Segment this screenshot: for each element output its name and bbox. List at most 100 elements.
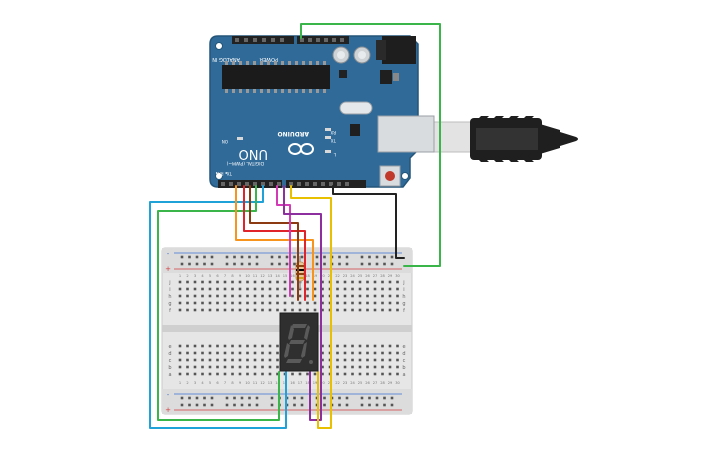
breadboard-hole bbox=[208, 351, 212, 355]
breadboard-hole bbox=[343, 365, 347, 369]
breadboard-hole bbox=[293, 255, 296, 259]
breadboard-label: 23 bbox=[343, 274, 348, 278]
breadboard-hole bbox=[238, 344, 242, 348]
breadboard-label: j bbox=[402, 280, 404, 286]
breadboard-hole bbox=[351, 372, 354, 376]
breadboard-hole bbox=[396, 365, 399, 369]
breadboard-hole bbox=[276, 372, 279, 376]
breadboard-label: 14 bbox=[275, 381, 280, 385]
breadboard-hole bbox=[358, 301, 362, 305]
breadboard-hole bbox=[208, 280, 212, 284]
breadboard-hole bbox=[351, 287, 354, 291]
breadboard-hole bbox=[338, 255, 341, 259]
breadboard-hole bbox=[381, 344, 384, 348]
breadboard-hole bbox=[300, 396, 304, 400]
breadboard-hole bbox=[276, 308, 279, 312]
breadboard-hole bbox=[321, 372, 324, 376]
breadboard-hole bbox=[203, 262, 206, 266]
usb-cable bbox=[430, 116, 578, 162]
breadboard-hole bbox=[351, 351, 354, 355]
breadboard-hole bbox=[231, 358, 234, 362]
breadboard-hole bbox=[313, 372, 317, 376]
breadboard-hole bbox=[208, 358, 212, 362]
svg-text:ON: ON bbox=[222, 139, 228, 144]
breadboard-hole bbox=[270, 262, 274, 266]
breadboard-hole bbox=[366, 358, 369, 362]
breadboard-hole bbox=[210, 262, 214, 266]
reset-button[interactable] bbox=[379, 165, 401, 187]
breadboard-hole bbox=[336, 294, 339, 298]
breadboard-label: h bbox=[402, 294, 405, 300]
arduino-uno-board: POWER ANALOG IN bbox=[209, 35, 435, 188]
breadboard-hole bbox=[388, 372, 392, 376]
breadboard-hole bbox=[238, 287, 242, 291]
breadboard-hole bbox=[321, 294, 324, 298]
status-leds: RX TX L ON bbox=[222, 128, 337, 157]
breadboard-hole bbox=[225, 262, 229, 266]
breadboard-hole bbox=[276, 344, 279, 348]
digital-header: DIGITAL (PWM~) TX▸ RX◂ bbox=[216, 160, 366, 188]
wire-brown bbox=[249, 185, 299, 301]
breadboard-hole bbox=[351, 365, 354, 369]
breadboard-hole bbox=[231, 344, 234, 348]
breadboard-hole bbox=[366, 372, 369, 376]
breadboard-hole bbox=[298, 372, 302, 376]
breadboard-label: f bbox=[169, 308, 171, 314]
breadboard-hole bbox=[253, 365, 257, 369]
svg-text:RX: RX bbox=[330, 130, 336, 135]
breadboard-hole bbox=[306, 294, 309, 298]
breadboard-hole bbox=[238, 294, 242, 298]
breadboard-hole bbox=[268, 372, 272, 376]
breadboard-hole bbox=[233, 403, 236, 407]
breadboard-hole bbox=[253, 294, 257, 298]
breadboard-label: 13 bbox=[268, 381, 273, 385]
breadboard-label: - bbox=[167, 250, 170, 258]
breadboard-hole bbox=[270, 255, 274, 259]
breadboard-hole bbox=[388, 294, 392, 298]
breadboard-hole bbox=[253, 344, 257, 348]
breadboard-hole bbox=[178, 372, 182, 376]
breadboard-label: g bbox=[168, 301, 171, 307]
breadboard-hole bbox=[201, 344, 204, 348]
breadboard-hole bbox=[178, 301, 182, 305]
breadboard-hole bbox=[238, 372, 242, 376]
breadboard-hole bbox=[208, 301, 212, 305]
power-label: POWER bbox=[259, 56, 278, 62]
breadboard-hole bbox=[321, 280, 324, 284]
breadboard-hole bbox=[383, 262, 386, 266]
breadboard-hole bbox=[178, 358, 182, 362]
breadboard-hole bbox=[216, 372, 219, 376]
breadboard-label: d bbox=[402, 351, 405, 357]
breadboard-label: 22 bbox=[335, 381, 340, 385]
breadboard-hole bbox=[351, 344, 354, 348]
breadboard-hole bbox=[381, 294, 384, 298]
breadboard-hole bbox=[186, 365, 189, 369]
breadboard-hole bbox=[246, 372, 249, 376]
seven-segment-display bbox=[279, 312, 319, 372]
breadboard-label: b bbox=[402, 365, 405, 371]
breadboard-hole bbox=[313, 294, 317, 298]
analog-in-label: ANALOG IN bbox=[212, 56, 240, 62]
breadboard-hole bbox=[231, 294, 234, 298]
breadboard-hole bbox=[188, 403, 191, 407]
breadboard-hole bbox=[223, 365, 227, 369]
breadboard-hole bbox=[231, 351, 234, 355]
breadboard-hole bbox=[368, 262, 371, 266]
breadboard-hole bbox=[388, 287, 392, 291]
breadboard-hole bbox=[366, 280, 369, 284]
breadboard-hole bbox=[360, 396, 364, 400]
breadboard-hole bbox=[193, 301, 197, 305]
breadboard-hole bbox=[246, 280, 249, 284]
breadboard-hole bbox=[240, 396, 244, 400]
breadboard-label: g bbox=[402, 301, 405, 307]
breadboard-hole bbox=[210, 255, 214, 259]
breadboard-hole bbox=[321, 301, 324, 305]
breadboard-label: 1 bbox=[179, 381, 181, 385]
breadboard-hole bbox=[360, 403, 364, 407]
breadboard-hole bbox=[321, 358, 324, 362]
breadboard-hole bbox=[373, 358, 377, 362]
breadboard-hole bbox=[338, 396, 341, 400]
breadboard-hole bbox=[351, 280, 354, 284]
breadboard-hole bbox=[368, 396, 371, 400]
breadboard-label: 2 bbox=[186, 274, 188, 278]
